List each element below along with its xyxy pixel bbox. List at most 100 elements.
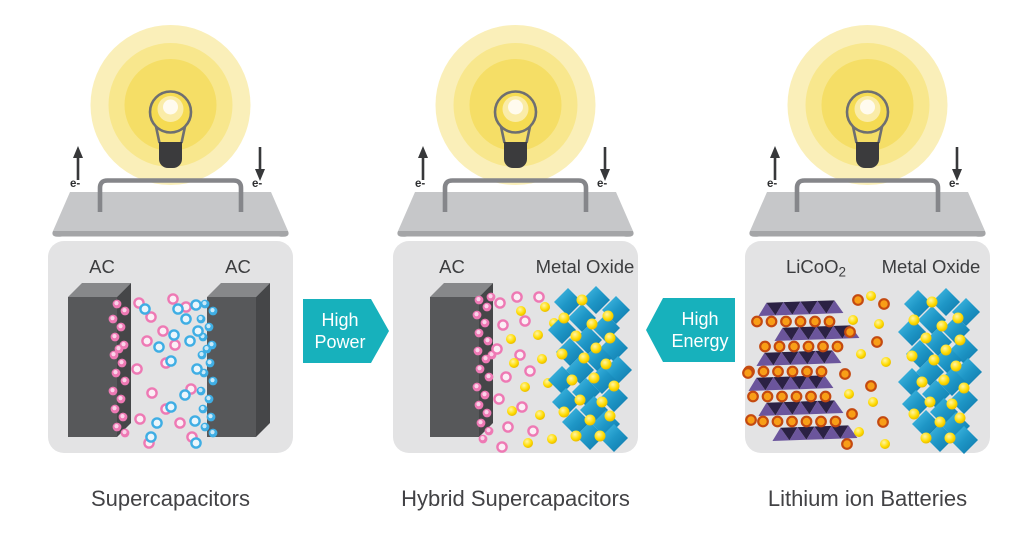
anion-on-electrode — [111, 352, 116, 357]
anion-on-electrode — [118, 396, 123, 401]
lithium-ion-dot — [556, 348, 568, 360]
lithium-ion-dot — [584, 414, 596, 426]
pink-ion-ring — [533, 291, 545, 303]
anion-on-electrode — [122, 378, 127, 383]
lithium-ion-dot — [509, 358, 519, 368]
anion-on-electrode — [118, 324, 123, 329]
licoo2-octahedron-dark — [816, 325, 834, 340]
lithium-ion-orange-dot — [817, 340, 829, 353]
high-energy-line1: High — [681, 309, 718, 329]
lithium-ion-dot — [954, 412, 966, 424]
label-p3-right: Metal Oxide — [882, 256, 981, 277]
anion-on-electrode — [476, 297, 481, 302]
cation-on-electrode — [199, 352, 204, 357]
lithium-ion-dot — [578, 352, 590, 364]
licoo2-octahedron — [816, 375, 834, 389]
licoo2-octahedron — [807, 350, 825, 365]
licoo2-octahedron — [825, 325, 843, 340]
pink-ion-ring — [519, 315, 531, 327]
licoo2-octahedron-dark — [800, 400, 818, 415]
licoo2-octahedron — [790, 351, 808, 365]
lithium-ion-dot — [588, 372, 600, 384]
anion-on-electrode — [476, 402, 481, 407]
anion-on-electrode — [480, 436, 485, 441]
lithium-ion-dot — [958, 382, 970, 394]
pink-ion-ring — [157, 325, 169, 337]
anion-on-electrode — [110, 388, 115, 393]
electron-label: e- — [70, 178, 80, 190]
bulb-hybrid — [434, 23, 597, 187]
blue-ion-ring — [189, 415, 201, 427]
lithium-ion-dot — [944, 432, 956, 444]
bulb-li-ion — [786, 23, 949, 187]
anion-on-electrode — [476, 330, 481, 335]
anion-on-electrode — [116, 346, 121, 351]
anion-on-electrode — [475, 348, 480, 353]
lithium-ion-dot — [558, 406, 570, 418]
blue-ion-ring — [168, 329, 180, 341]
cation-on-electrode — [210, 308, 215, 313]
anion-on-electrode — [122, 308, 127, 313]
pink-ion-ring — [167, 293, 179, 305]
lithium-ion-dot — [570, 430, 582, 442]
lithium-ion-dot — [938, 374, 950, 386]
lithium-ion-orange-dot — [751, 315, 763, 328]
lithium-ion-dot — [920, 432, 932, 444]
licoo2-octahedron-dark — [817, 300, 835, 314]
anion-on-electrode — [474, 384, 479, 389]
lithium-ion-dot — [856, 349, 866, 359]
bulb-supercapacitor — [89, 23, 252, 187]
down-arrow-p1 — [253, 145, 267, 183]
lithium-ion-orange-dot — [809, 315, 821, 328]
lithium-ion-orange-dot — [852, 294, 864, 306]
lithium-ion-dot — [908, 408, 920, 420]
lithium-ion-orange-dot — [742, 367, 754, 379]
label-p3-left: LiCoO2 — [786, 256, 846, 280]
licoo2-octahedron — [792, 401, 810, 415]
blue-ion-ring — [191, 363, 203, 375]
lithium-ion-orange-dot — [794, 315, 807, 328]
lithium-ion-orange-dot — [802, 340, 815, 353]
anion-on-electrode — [112, 406, 117, 411]
blue-ion-ring — [153, 341, 165, 353]
lithium-ion-dot — [936, 320, 948, 332]
down-arrow-p2 — [598, 145, 612, 183]
licoo2-octahedron-dark — [800, 300, 818, 315]
licoo2-octahedron — [799, 375, 817, 390]
licoo2-octahedron — [748, 377, 766, 391]
lithium-ion-orange-dot — [772, 365, 784, 378]
licoo2-octahedron-dark — [831, 425, 849, 439]
anion-on-electrode — [112, 334, 117, 339]
high-power-line2: Power — [314, 332, 365, 352]
licoo2-octahedron — [756, 352, 774, 366]
pink-ion-ring — [146, 387, 158, 399]
pink-ion-ring — [174, 417, 186, 429]
lithium-ion-orange-dot — [871, 336, 883, 348]
lithium-ion-orange-dot — [776, 390, 788, 403]
licoo2-octahedron-dark — [766, 402, 784, 416]
blue-ion-ring — [180, 313, 192, 325]
licoo2-main: LiCoO — [786, 256, 838, 277]
lithium-ion-dot — [952, 312, 964, 324]
ion-field-supercapacitor — [108, 293, 218, 449]
lithium-ion-dot — [881, 357, 891, 367]
lithium-ion-dot — [596, 396, 608, 408]
blue-ion-ring — [190, 437, 202, 449]
lithium-ion-orange-dot — [757, 365, 770, 378]
licoo2-octahedron — [806, 426, 824, 440]
pink-ion-ring — [497, 319, 509, 331]
metal-oxide-cluster-hybrid — [548, 286, 632, 452]
licoo2-octahedron-dark — [799, 326, 817, 340]
electron-label: e- — [252, 178, 262, 190]
ion-field-li-ion — [742, 291, 891, 450]
licoo2-octahedron — [758, 402, 776, 416]
lithium-ion-dot — [523, 438, 533, 448]
anion-on-electrode — [489, 352, 494, 357]
licoo2-octahedron — [774, 327, 792, 341]
lithium-ion-dot — [535, 410, 545, 420]
up-arrow-p1 — [71, 144, 85, 182]
lithium-ion-orange-dot — [829, 415, 842, 428]
lithium-ion-orange-dot — [844, 326, 856, 338]
licoo2-octahedron-dark — [781, 351, 799, 365]
